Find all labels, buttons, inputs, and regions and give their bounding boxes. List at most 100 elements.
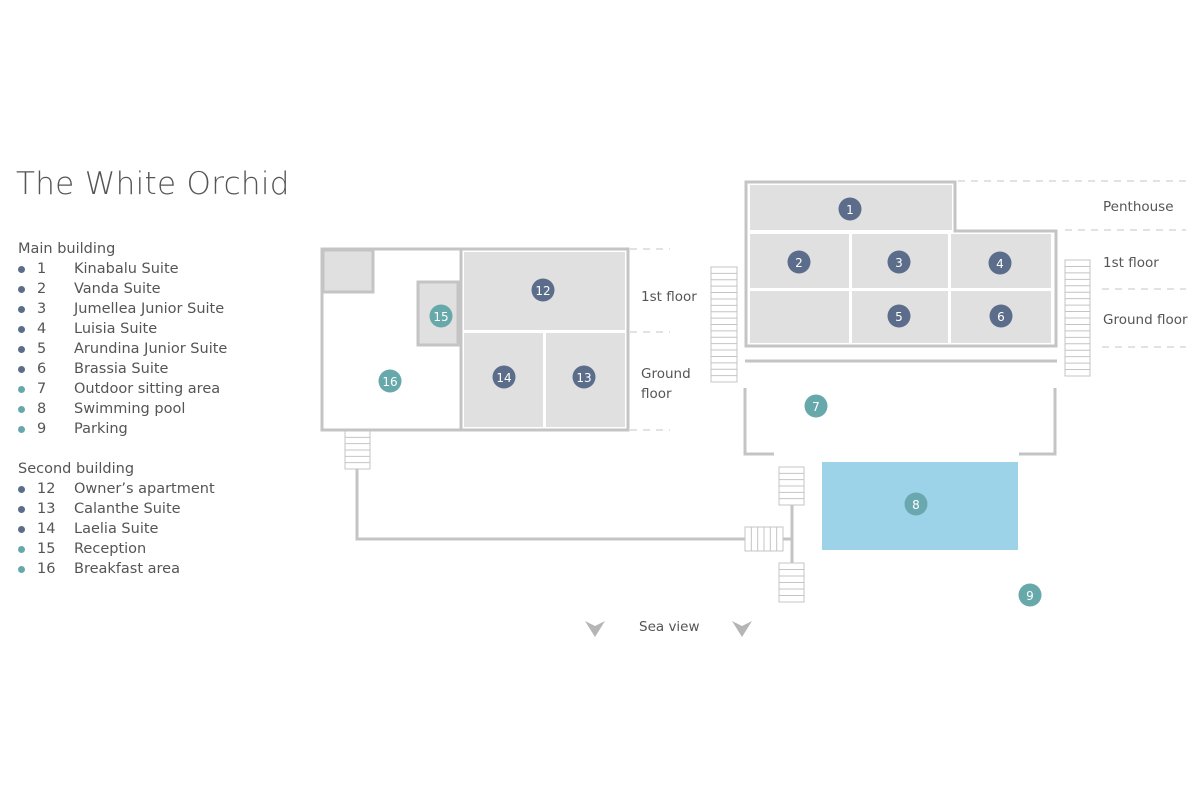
marker-number: 4: [996, 257, 1004, 271]
marker-number: 2: [795, 256, 803, 270]
marker-15[interactable]: 15: [429, 304, 453, 328]
legend-item-number: 6: [37, 361, 47, 377]
bullet-icon: [18, 325, 25, 333]
bullet-icon: [18, 345, 25, 353]
legend-item-number: 5: [37, 341, 47, 357]
marker-4[interactable]: 4: [988, 251, 1012, 275]
storage-room: [321, 248, 375, 294]
marker-number: 12: [535, 284, 550, 298]
marker-13[interactable]: 13: [572, 365, 596, 389]
outdoor-area-wall-left: [743, 388, 774, 456]
marker-number: 13: [576, 371, 591, 385]
legend-item-label: Parking: [74, 421, 128, 437]
bullet-icon: [18, 425, 25, 433]
arrow-down-icon: [732, 621, 752, 637]
bullet-icon: [18, 545, 25, 553]
stairs: [710, 266, 738, 383]
legend-item-label: Vanda Suite: [74, 281, 161, 297]
marker-number: 15: [433, 310, 448, 324]
legend-item-number: 2: [37, 281, 47, 297]
bullet-icon: [18, 365, 25, 373]
walkway: [355, 469, 745, 541]
marker-2[interactable]: 2: [787, 250, 811, 274]
walkway-junction: [783, 505, 794, 563]
legend-item: 5 Arundina Junior Suite: [18, 339, 227, 359]
legend-item-number: 4: [37, 321, 47, 337]
legend-item: 9 Parking: [18, 419, 227, 439]
marker-7[interactable]: 7: [804, 394, 828, 418]
legend-item-label: Jumellea Junior Suite: [74, 301, 225, 317]
legend-item: 13 Calanthe Suite: [18, 499, 215, 519]
bullet-icon: [18, 565, 25, 573]
bullet-icon: [18, 485, 25, 493]
legend-item-number: 3: [37, 301, 47, 317]
marker-number: 14: [496, 371, 511, 385]
legend-item-label: Breakfast area: [74, 561, 180, 577]
marker-1[interactable]: 1: [838, 197, 862, 221]
bullet-icon: [18, 305, 25, 313]
legend-item: 8 Swimming pool: [18, 399, 227, 419]
bullet-icon: [18, 385, 25, 393]
legend-item-number: 16: [37, 561, 56, 577]
marker-3[interactable]: 3: [887, 250, 911, 274]
stairs: [344, 430, 371, 470]
marker-number: 8: [912, 498, 920, 512]
stairs: [744, 526, 784, 552]
legend-item-label: Calanthe Suite: [74, 501, 181, 517]
floor-label-1st: 1st floor: [641, 289, 697, 305]
marker-8[interactable]: 8: [904, 492, 928, 516]
legend-item: 3 Jumellea Junior Suite: [18, 299, 227, 319]
legend-item-number: 13: [37, 501, 56, 517]
bullet-icon: [18, 405, 25, 413]
floor-label-penthouse: Penthouse: [1103, 199, 1174, 215]
legend-item-number: 8: [37, 401, 47, 417]
marker-5[interactable]: 5: [887, 304, 911, 328]
legend-item-label: Kinabalu Suite: [74, 261, 179, 277]
legend-item-label: Swimming pool: [74, 401, 186, 417]
marker-number: 16: [382, 375, 397, 389]
room-unnumbered: [750, 291, 849, 343]
legend-item-number: 15: [37, 541, 56, 557]
outdoor-area-wall-right: [1019, 388, 1057, 456]
legend-item-number: 9: [37, 421, 47, 437]
marker-16[interactable]: 16: [378, 369, 402, 393]
floor-label-main-1st: 1st floor: [1103, 255, 1159, 271]
stairs: [778, 466, 805, 506]
page-title: The White Orchid: [16, 166, 290, 202]
marker-14[interactable]: 14: [492, 365, 516, 389]
floor-label-ground: Ground: [641, 366, 691, 382]
sea-view-label: Sea view: [639, 619, 700, 635]
marker-6[interactable]: 6: [989, 304, 1013, 328]
legend-item-label: Arundina Junior Suite: [74, 341, 228, 357]
legend-item-number: 14: [37, 521, 56, 537]
marker-number: 1: [846, 203, 854, 217]
legend-item: 16 Breakfast area: [18, 559, 215, 579]
marker-number: 5: [895, 310, 903, 324]
floor-label-main-ground: Ground floor: [1103, 312, 1188, 328]
floor-label-ground-2: floor: [641, 386, 672, 402]
main-building-outline: [744, 180, 1058, 348]
legend-item-label: Owner’s apartment: [74, 481, 215, 497]
bullet-icon: [18, 265, 25, 273]
bullet-icon: [18, 505, 25, 513]
stairs: [778, 562, 805, 603]
legend-heading-main: Main building: [18, 241, 116, 257]
legend-item-label: Outdoor sitting area: [74, 381, 221, 397]
marker-number: 7: [812, 400, 820, 414]
marker-number: 6: [997, 310, 1005, 324]
marker-number: 3: [895, 256, 903, 270]
stairs: [1064, 259, 1091, 377]
marker-9[interactable]: 9: [1018, 583, 1042, 607]
bullet-icon: [18, 525, 25, 533]
marker-12[interactable]: 12: [531, 278, 555, 302]
